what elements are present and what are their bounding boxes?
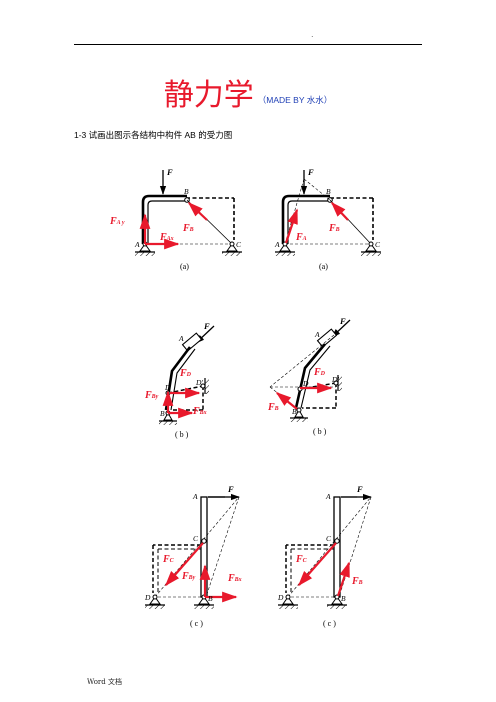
label-FB-main: F xyxy=(267,402,275,413)
label-D: D xyxy=(144,593,151,602)
figure-a-right: F B A C FA FB (a) xyxy=(274,167,381,271)
label-FB-main: F xyxy=(328,223,336,234)
figure-a-left: F B A C FA y FAx FB (a) xyxy=(109,167,242,271)
figure-b-right: F A D D' B FD FB ( b ) xyxy=(267,316,351,436)
label-FB-sub: B xyxy=(358,580,363,586)
label-B: B xyxy=(292,407,297,416)
title-subtitle: （MADE BY 水水） xyxy=(257,95,333,105)
title-main: 静力学 xyxy=(163,78,254,113)
svg-text:FA: FA xyxy=(295,232,307,243)
label-FBy-sub: By xyxy=(151,394,159,400)
svg-text:FC: FC xyxy=(295,554,308,565)
label-A: A xyxy=(178,334,184,343)
label-FBy-main: F xyxy=(144,390,152,401)
figure-b-left: F A D D' B FD FBy FBx ( b ) xyxy=(144,321,215,439)
label-B: B xyxy=(341,594,346,603)
label-FBx-sub: Bx xyxy=(234,577,242,583)
label-B: B xyxy=(208,594,213,603)
svg-text:FD: FD xyxy=(179,368,192,379)
label-FD-main: F xyxy=(313,367,321,378)
svg-text:FC: FC xyxy=(162,554,175,565)
label-FB-main: F xyxy=(182,223,190,234)
label-D: D xyxy=(277,593,284,602)
label-C: C xyxy=(326,534,332,543)
label-FAx-main: F xyxy=(159,232,167,243)
figure-c-left: F A C D B FC FBy FBx ( c ) xyxy=(144,484,242,628)
svg-text:FB: FB xyxy=(328,223,340,234)
label-FB-main: F xyxy=(351,576,359,587)
label-FAx-sub: Ax xyxy=(166,236,174,242)
label-FBy-main: F xyxy=(181,571,189,582)
label-A: A xyxy=(314,330,320,339)
problem-statement: 1-3 试画出图示各结构中构件 AB 的受力图 xyxy=(74,130,233,140)
label-F: F xyxy=(166,167,173,177)
label-A: A xyxy=(134,240,140,249)
label-FBx-main: F xyxy=(192,406,200,417)
label-FC-sub: C xyxy=(170,558,175,564)
footer-text: Word 文档 xyxy=(87,678,122,686)
svg-text:FBx: FBx xyxy=(227,573,242,584)
header-dot: . xyxy=(311,30,314,39)
svg-text:FB: FB xyxy=(267,402,279,413)
caption-b-left: ( b ) xyxy=(175,430,189,439)
label-FD-main: F xyxy=(179,368,187,379)
label-F: F xyxy=(339,316,346,326)
svg-text:FA y: FA y xyxy=(109,216,125,227)
label-D: D xyxy=(164,383,171,392)
svg-text:FB: FB xyxy=(182,223,194,234)
svg-text:FAx: FAx xyxy=(159,232,174,243)
label-FBy-sub: By xyxy=(188,575,196,581)
label-FAy-main: F xyxy=(109,216,117,227)
figure-c-right: F A C D B FC FB ( c ) xyxy=(277,484,372,628)
label-FBx-sub: Bx xyxy=(199,410,207,416)
label-C: C xyxy=(375,240,381,249)
page-title: 静力学（MADE BY 水水） xyxy=(0,70,496,114)
svg-text:FBx: FBx xyxy=(192,406,207,417)
label-FD-sub: D xyxy=(186,372,192,378)
svg-text:FB: FB xyxy=(351,576,363,587)
label-C: C xyxy=(236,240,242,249)
label-B: B xyxy=(326,187,331,196)
label-FD-sub: D xyxy=(320,371,326,377)
caption-a-right: (a) xyxy=(319,262,328,271)
label-A: A xyxy=(192,492,198,501)
label-D: D xyxy=(302,379,309,388)
label-FB-sub: B xyxy=(189,227,194,233)
label-D-prime: D' xyxy=(195,378,203,387)
header-rule xyxy=(74,44,422,45)
label-A: A xyxy=(325,492,331,501)
label-FB-sub: B xyxy=(274,406,279,412)
caption-a-left: (a) xyxy=(180,262,189,271)
label-F: F xyxy=(307,167,314,177)
label-FB-sub: B xyxy=(335,227,340,233)
svg-text:FBy: FBy xyxy=(181,571,196,582)
label-B: B xyxy=(184,187,189,196)
label-FBx-main: F xyxy=(227,573,235,584)
label-FC-sub: C xyxy=(303,558,308,564)
svg-text:FD: FD xyxy=(313,367,326,378)
label-F: F xyxy=(227,484,234,494)
label-F: F xyxy=(356,484,363,494)
label-FA-sub: A xyxy=(302,236,307,242)
label-F: F xyxy=(203,321,210,331)
label-B: B xyxy=(160,409,165,418)
label-FC-main: F xyxy=(162,554,170,565)
svg-text:FBy: FBy xyxy=(144,390,159,401)
caption-b-right: ( b ) xyxy=(313,427,327,436)
label-D-prime: D' xyxy=(331,375,339,384)
caption-c-left: ( c ) xyxy=(190,619,203,628)
label-FA-main: F xyxy=(295,232,303,243)
caption-c-right: ( c ) xyxy=(323,619,336,628)
label-C: C xyxy=(193,534,199,543)
label-FC-main: F xyxy=(295,554,303,565)
label-FAy-sub: A y xyxy=(116,220,125,226)
label-A: A xyxy=(274,240,280,249)
